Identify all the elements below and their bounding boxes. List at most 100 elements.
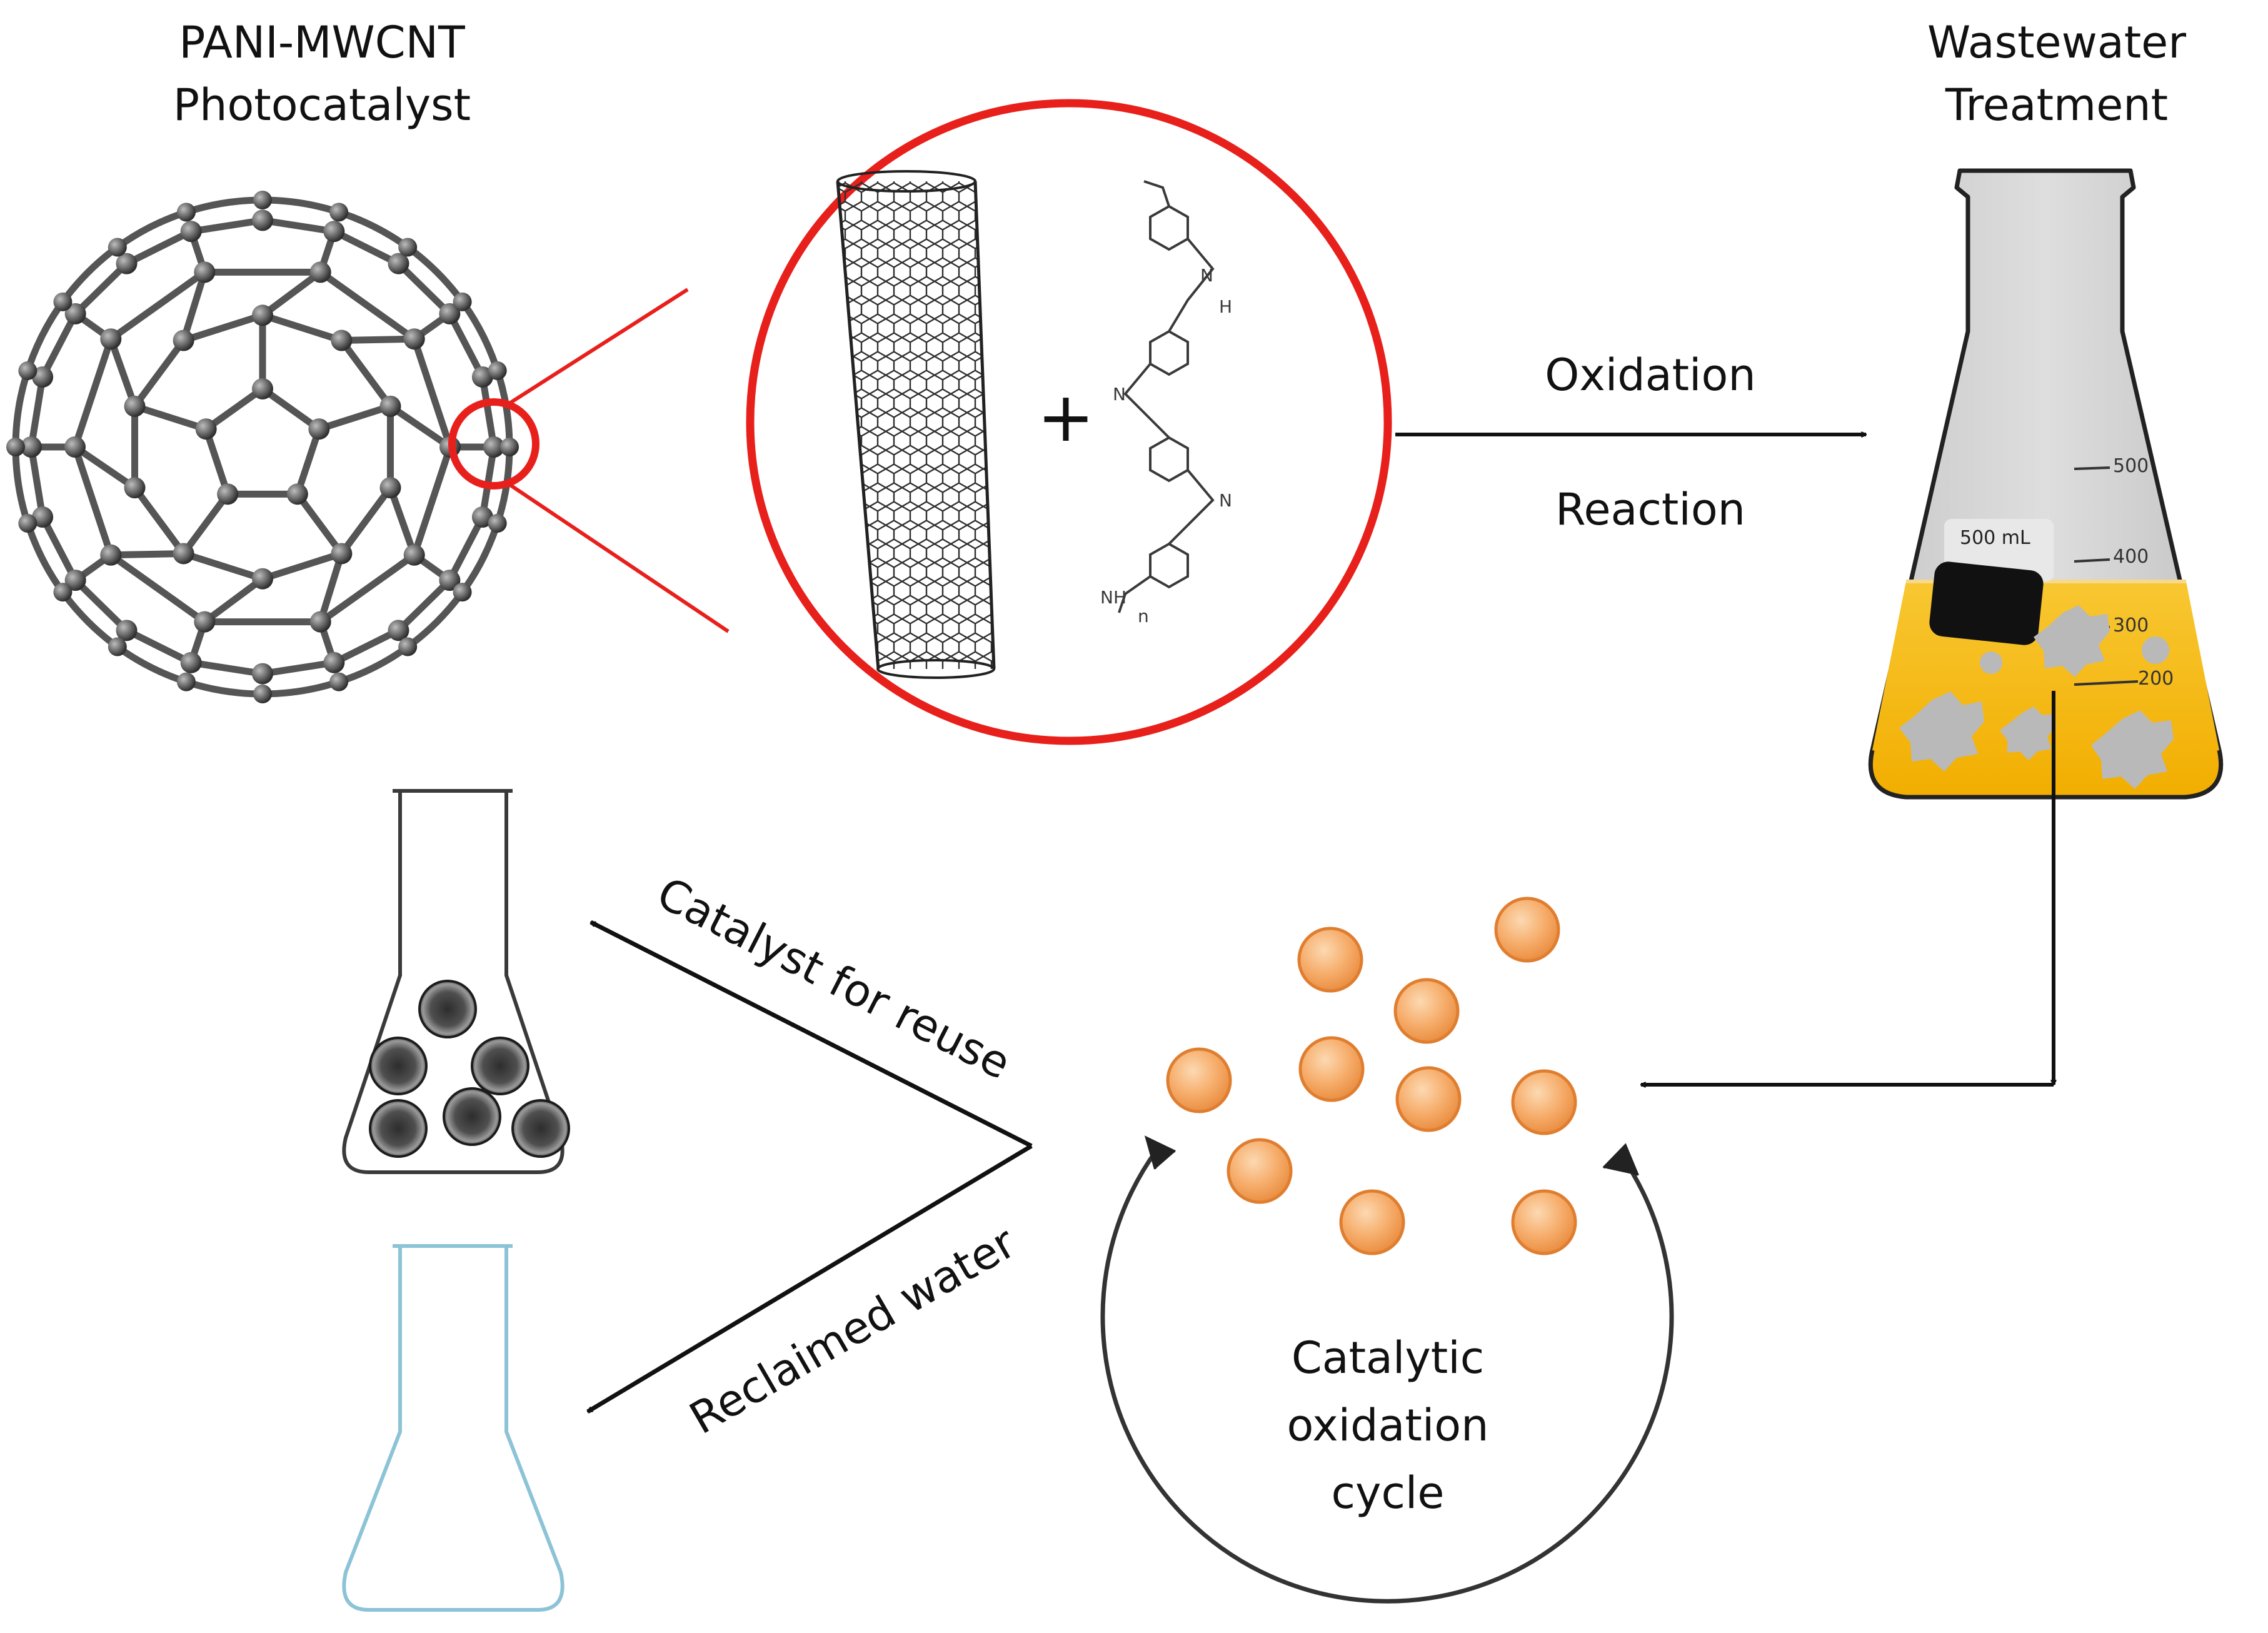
- fullerene-node: [286, 483, 308, 505]
- fullerene-node: [180, 221, 202, 243]
- fullerene-node: [116, 253, 138, 274]
- fullerene-node: [309, 261, 331, 283]
- fullerene-node: [323, 651, 345, 673]
- fullerene-bond: [338, 485, 393, 556]
- fullerene-bond: [28, 376, 46, 448]
- fullerene-node: [483, 436, 504, 458]
- fullerene-bond: [73, 578, 129, 633]
- graduation-500: 500: [2113, 455, 2149, 477]
- fullerene-node: [388, 620, 409, 641]
- fullerene-node: [217, 483, 239, 505]
- fullerene-node: [309, 611, 331, 633]
- cycle-arrowhead-right: [1602, 1143, 1639, 1176]
- catalyst-reuse-arrow: [591, 920, 1033, 1148]
- fullerene-illustration: [6, 191, 519, 703]
- fullerene-node: [488, 361, 507, 380]
- svg-text:N: N: [1200, 265, 1213, 286]
- fullerene-node: [439, 570, 461, 591]
- fullerene-node: [64, 570, 86, 591]
- fullerene-bond: [318, 269, 416, 342]
- fullerene-node: [379, 477, 401, 499]
- fullerene-bond: [318, 552, 416, 625]
- fullerene-bond: [39, 312, 79, 379]
- fullerene-bond: [109, 269, 207, 342]
- plus-sign: +: [1037, 377, 1095, 457]
- fullerene-bond: [479, 376, 498, 448]
- fullerene-bond: [181, 492, 231, 556]
- fullerene-node: [176, 203, 196, 222]
- svg-text:N: N: [1219, 490, 1232, 511]
- svg-text:N: N: [1113, 384, 1126, 404]
- fullerene-bond: [203, 428, 231, 496]
- fullerene-bond: [396, 578, 453, 633]
- svg-text:n: n: [1138, 606, 1149, 626]
- fullerene-node: [388, 253, 409, 274]
- cycle-arrowhead-left: [1144, 1135, 1176, 1170]
- fullerene-node: [100, 544, 122, 566]
- flask-volume-label: 500 mL: [1960, 527, 2030, 549]
- fullerene-node: [100, 328, 122, 350]
- fullerene-node: [18, 514, 38, 533]
- fullerene-node: [18, 361, 38, 380]
- recovered-catalyst-beads: [369, 980, 570, 1158]
- fullerene-node: [323, 221, 345, 243]
- fullerene-node: [252, 663, 273, 685]
- fullerene-node: [252, 304, 273, 326]
- fullerene-node: [124, 395, 146, 417]
- fullerene-bond: [125, 627, 193, 666]
- fullerene-bond: [73, 444, 137, 491]
- fullerene-bond: [388, 403, 453, 450]
- fullerene-bond: [260, 386, 321, 432]
- reaction-label: Reaction: [1555, 484, 1746, 535]
- fullerene-node: [64, 303, 86, 324]
- fullerene-node: [252, 568, 273, 590]
- stir-bar: [1929, 561, 2044, 645]
- fullerene-node: [331, 543, 353, 565]
- fullerene-bond: [190, 659, 263, 678]
- fullerene-bond: [446, 312, 486, 379]
- fullerene-bond: [73, 261, 129, 316]
- fullerene-bond: [28, 446, 46, 518]
- fullerene-bond: [396, 261, 453, 316]
- fullerene-node: [32, 366, 54, 388]
- cycle-label-line2: oxidation: [1287, 1400, 1489, 1451]
- graduation-200: 200: [2138, 668, 2174, 690]
- fullerene-node: [194, 611, 216, 633]
- pollutant-particles: [1899, 605, 2174, 789]
- fullerene-node: [116, 620, 138, 641]
- svg-text:NH: NH: [1100, 587, 1126, 608]
- fullerene-bond: [262, 216, 335, 235]
- fullerene-bond: [125, 228, 193, 267]
- fullerene-bond: [411, 338, 454, 448]
- graduation-400: 400: [2113, 546, 2149, 568]
- fullerene-node: [53, 292, 73, 311]
- fullerene-node: [195, 418, 217, 440]
- cycle-label: Catalytic oxidation cycle: [1188, 1324, 1588, 1527]
- fullerene-node: [6, 438, 25, 456]
- catalytic-cycle-arc: [1100, 1148, 1674, 1604]
- fullerene-node: [471, 366, 493, 388]
- fullerene-node: [488, 514, 507, 533]
- catalyst-title: PANI-MWCNT Photocatalyst: [103, 11, 541, 136]
- fullerene-node: [379, 395, 401, 417]
- reclaimed-water-arrow: [588, 1143, 1033, 1414]
- fullerene-bond: [387, 486, 418, 556]
- fullerene-bond: [180, 271, 208, 342]
- fullerene-bond: [132, 485, 187, 556]
- fullerene-node: [108, 238, 127, 257]
- fullerene-node: [253, 685, 272, 703]
- fullerene-node: [398, 238, 418, 257]
- catalyst-title-line2: Photocatalyst: [173, 79, 471, 131]
- fullerene-bond: [294, 492, 344, 556]
- fullerene-bond: [111, 550, 184, 559]
- polyaniline-atom-labels: H N N N NH n: [1100, 265, 1232, 626]
- cycle-label-line1: Catalytic: [1291, 1332, 1485, 1384]
- zoom-spot-circle: [448, 398, 539, 490]
- fullerene-bond: [190, 216, 263, 235]
- fullerene-node: [64, 436, 86, 458]
- fullerene-node: [329, 203, 349, 222]
- fullerene-node: [252, 378, 273, 399]
- fullerene-node: [453, 583, 472, 602]
- fullerene-bond: [182, 312, 264, 344]
